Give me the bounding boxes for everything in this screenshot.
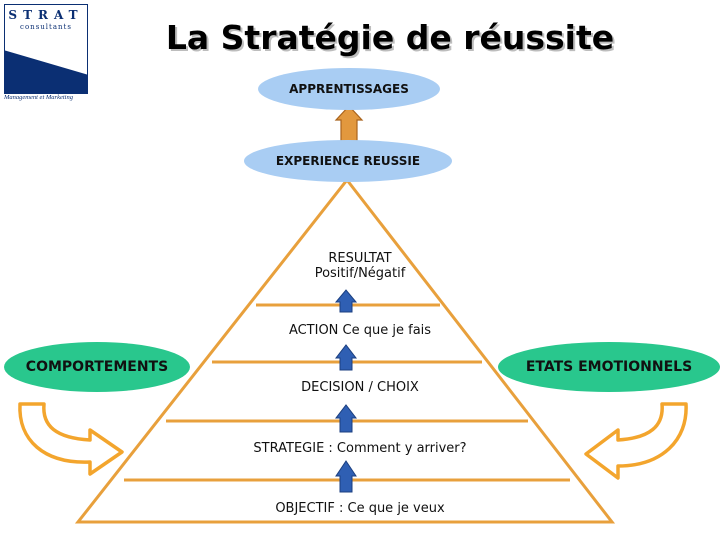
up-arrow-icon [334, 344, 358, 371]
apprentissages-bubble: APPRENTISSAGES [258, 68, 440, 110]
page-title: La Stratégie de réussite [165, 18, 615, 57]
level-action: ACTION Ce que je fais [288, 323, 432, 338]
pyramid-outline [74, 177, 616, 524]
up-arrow-icon [335, 460, 357, 493]
up-arrow-icon [334, 404, 358, 433]
level-decision: DECISION / CHOIX [301, 380, 419, 395]
level-objectif: OBJECTIF : Ce que je veux [275, 501, 445, 516]
logo-tagline: Management et Marketing [4, 94, 73, 101]
comportements-bubble: COMPORTEMENTS [4, 342, 190, 392]
curved-arrow-icon [18, 402, 124, 476]
logo-subtitle: consultants [20, 23, 72, 31]
level-resultat: RESULTAT Positif/Négatif [200, 251, 520, 281]
company-logo: STRAT consultants Management et Marketin… [4, 4, 88, 104]
logo-graphic [5, 35, 87, 93]
level-strategie: STRATEGIE : Comment y arriver? [253, 441, 467, 456]
level-resultat-line2: Positif/Négatif [314, 266, 406, 281]
level-resultat-line1: RESULTAT [328, 251, 392, 266]
logo-box: STRAT consultants [4, 4, 88, 94]
logo-name: STRAT [8, 8, 84, 22]
etats-emotionnels-bubble: ETATS EMOTIONNELS [498, 342, 720, 392]
experience-bubble: EXPERIENCE REUSSIE [244, 140, 452, 182]
curved-arrow-icon [584, 402, 688, 480]
up-arrow-icon [334, 289, 358, 313]
